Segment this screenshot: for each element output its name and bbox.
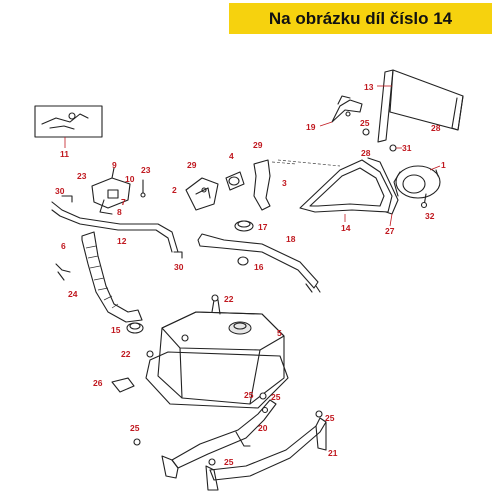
callout-22-upper: 22 [224, 294, 234, 304]
part-11-box [34, 105, 103, 148]
callout-17: 17 [258, 222, 268, 232]
callout-12: 12 [117, 236, 127, 246]
callout-25-top: 25 [360, 118, 370, 128]
part-4-fitting [225, 171, 245, 191]
part-31-bolt [389, 144, 402, 152]
part-32-bolt [420, 193, 428, 209]
callout-1: 1 [441, 160, 446, 170]
callout-10: 10 [125, 174, 135, 184]
callout-8: 8 [117, 207, 122, 217]
callout-16: 16 [254, 262, 264, 272]
callout-13: 13 [364, 82, 374, 92]
callout-23-left: 23 [77, 171, 87, 181]
callout-25-tank: 25 [244, 390, 254, 400]
part-24-clip [55, 263, 71, 281]
part-13-frame [377, 69, 464, 143]
part-25-bolts [133, 128, 370, 466]
part-27-strap [367, 157, 399, 227]
callout-29-right: 29 [253, 140, 263, 150]
part-30-clamp-left [61, 195, 73, 203]
callout-24: 24 [68, 289, 78, 299]
callout-31: 31 [402, 143, 412, 153]
callout-2: 2 [172, 185, 177, 195]
callout-3: 3 [282, 178, 287, 188]
part-number-banner: Na obrázku díl číslo 14 [229, 3, 492, 34]
callout-4: 4 [229, 151, 234, 161]
part-12-hose [51, 201, 179, 253]
callout-29-left: 29 [187, 160, 197, 170]
callout-25-bottom: 25 [224, 457, 234, 467]
callout-25-right: 25 [325, 413, 335, 423]
part-1-canister [393, 165, 441, 199]
part-3-hose [253, 159, 297, 211]
part-2-clamp [185, 177, 219, 211]
callout-30-lower: 30 [174, 262, 184, 272]
part-9-valve-body [91, 167, 131, 215]
part-16-ring [237, 256, 249, 266]
part-20-frame-rail [161, 399, 277, 479]
callout-18: 18 [286, 234, 296, 244]
callout-26: 26 [93, 378, 103, 388]
part-22-bolt-lower [146, 350, 154, 358]
callout-21: 21 [328, 448, 338, 458]
callout-19: 19 [306, 122, 316, 132]
callout-5: 5 [277, 328, 282, 338]
callout-30-left: 30 [55, 186, 65, 196]
part-14-hose-loop [277, 159, 393, 222]
callout-11: 11 [60, 149, 69, 159]
callout-23-right: 23 [141, 165, 151, 175]
callout-15: 15 [111, 325, 121, 335]
callout-25-mid: 25 [271, 392, 281, 402]
part-21-frame-rail [205, 417, 327, 491]
part-18-pipe [197, 233, 321, 293]
callout-9: 9 [112, 160, 117, 170]
callout-20: 20 [258, 423, 268, 433]
callout-28-mid: 28 [361, 148, 371, 158]
callout-6: 6 [61, 241, 66, 251]
part-19-bracket [319, 95, 363, 127]
callout-22-lower: 22 [121, 349, 131, 359]
part-26-bracket [111, 377, 135, 393]
callout-25-left: 25 [130, 423, 140, 433]
callout-14: 14 [341, 223, 351, 233]
callout-27: 27 [385, 226, 395, 236]
part-30-clamp-lower [173, 251, 183, 259]
part-15-cap [126, 322, 144, 334]
part-6-corrugated-hose [81, 231, 143, 323]
callout-7: 7 [121, 197, 126, 207]
part-17-cap [234, 220, 254, 232]
part-22-bolt-upper [211, 294, 219, 302]
part-23-screw [140, 179, 146, 198]
part-5-fuel-tank [145, 299, 289, 409]
callout-32: 32 [425, 211, 435, 221]
callout-labels: 1 2 3 4 5 6 7 8 9 10 11 12 13 14 15 16 1… [55, 82, 446, 467]
callout-28-right: 28 [431, 123, 441, 133]
